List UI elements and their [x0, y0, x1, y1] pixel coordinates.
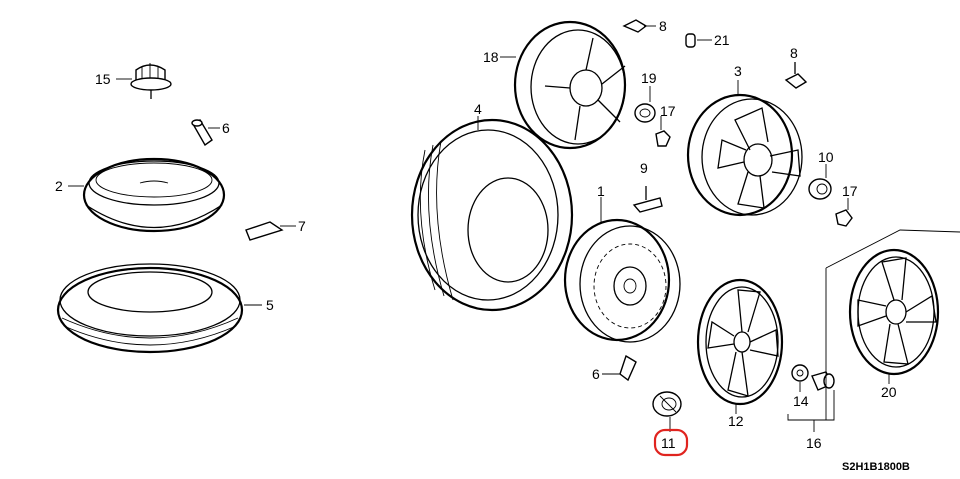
callout-2: 2 [55, 178, 63, 194]
callout-5: 5 [266, 297, 274, 313]
callout-19: 19 [641, 70, 657, 86]
highlight-callout-11[interactable] [653, 428, 689, 457]
bracket-16 [787, 390, 835, 421]
part-9-valve [632, 186, 663, 213]
callout-8-top: 8 [659, 18, 667, 34]
diagram-code: S2H1B1800B [842, 461, 910, 473]
part-17-lug-nut-upper [655, 130, 671, 147]
callout-10: 10 [818, 149, 834, 165]
part-4-tire [410, 118, 574, 312]
part-14-nut [791, 364, 809, 382]
callout-14: 14 [793, 393, 809, 409]
part-6-valve-stem-upper [191, 119, 213, 147]
part-6-valve-stem-lower [619, 354, 637, 382]
callout-4: 4 [474, 101, 482, 117]
callout-12: 12 [728, 413, 744, 429]
callout-8-right: 8 [790, 45, 798, 61]
callout-18: 18 [483, 49, 499, 65]
part-1-steel-wheel [563, 218, 681, 343]
callout-16: 16 [806, 435, 822, 451]
part-10-center-cap [808, 178, 832, 200]
part-12-wheel-cover [696, 278, 784, 406]
callout-17-right: 17 [842, 183, 858, 199]
frame-20-top [825, 229, 960, 269]
callout-7: 7 [298, 218, 306, 234]
callout-1: 1 [597, 183, 605, 199]
part-21-clip [685, 33, 696, 48]
callout-3: 3 [734, 63, 742, 79]
part-2-spare-wheel [82, 157, 226, 233]
part-18-alloy-wheel [513, 20, 627, 150]
part-20-wheel-cover [848, 248, 940, 376]
part-19-center-cap [634, 103, 656, 123]
callout-15: 15 [95, 71, 111, 87]
callout-6-upper: 6 [222, 120, 230, 136]
callout-17-upper: 17 [660, 103, 676, 119]
callout-11: 11 [661, 435, 676, 451]
callout-9: 9 [640, 160, 648, 176]
part-15-spare-wheel-hold-nut [130, 63, 172, 99]
part-8-balance-weight-right [784, 62, 808, 89]
callout-21: 21 [714, 32, 730, 48]
part-5-spare-tire [56, 263, 244, 354]
part-17-lug-nut-right [835, 209, 853, 227]
part-7-label [245, 221, 284, 241]
part-3-alloy-wheel [686, 93, 803, 217]
part-8-balance-weight-top [622, 19, 648, 33]
callout-6-lower: 6 [592, 366, 600, 382]
part-11-center-ornament [652, 391, 682, 417]
callout-20: 20 [881, 384, 897, 400]
part-16-bolt [811, 371, 835, 391]
